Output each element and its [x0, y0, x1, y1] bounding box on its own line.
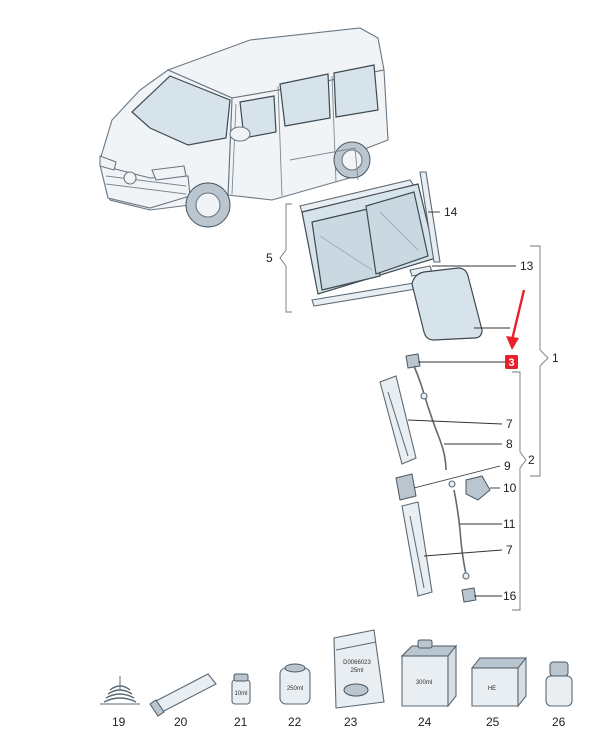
consumables-row: 10ml 250ml D0066023 25ml 300ml — [100, 629, 573, 717]
highlight-badge: 3 — [505, 355, 518, 369]
callout-23: 23 — [344, 715, 358, 729]
bottle-part-21: 10ml — [231, 673, 251, 705]
callout-7a: 7 — [506, 417, 513, 431]
van-illustration — [99, 27, 389, 228]
callout-11: 11 — [503, 517, 516, 531]
label-24: 300ml — [416, 680, 432, 686]
callout-9: 9 — [504, 459, 511, 473]
window-glass-part — [411, 267, 483, 341]
leader-lines — [407, 211, 516, 597]
callout-22: 22 — [288, 715, 302, 729]
callout-10: 10 — [503, 481, 517, 495]
label-21: 10ml — [234, 691, 247, 697]
callout-19: 19 — [112, 715, 126, 729]
box-part-25: HE — [470, 656, 528, 708]
highlight-arrow — [506, 289, 526, 350]
callout-21: 21 — [234, 715, 248, 729]
coil-part-19 — [100, 676, 140, 705]
callout-13: 16 — [503, 589, 517, 603]
sliding-window-assembly — [299, 171, 441, 307]
callout-25: 25 — [486, 715, 500, 729]
callout-26: 26 — [552, 715, 566, 729]
pouch-part-23: D0066023 25ml — [333, 629, 385, 709]
callout-20: 20 — [174, 715, 188, 729]
callout-2: 2 — [528, 453, 535, 467]
callout-labels: 14 5 13 1 7 8 2 9 10 11 7 16 19 20 21 22… — [112, 205, 566, 729]
label-25: HE — [488, 686, 496, 692]
tube-part-20 — [149, 673, 217, 717]
callout-1: 1 — [552, 351, 559, 365]
mechanism-parts — [379, 353, 491, 603]
callout-14: 13 — [520, 259, 534, 273]
bottle-part-26 — [545, 661, 573, 707]
box-part-24: 300ml — [400, 639, 458, 708]
callout-24: 24 — [418, 715, 432, 729]
label-23a: D0066023 — [343, 660, 371, 666]
callout-5: 5 — [266, 251, 273, 265]
callout-8: 8 — [506, 437, 513, 451]
callout-7b: 7 — [506, 543, 513, 557]
group-braces — [279, 203, 549, 611]
can-part-22: 250ml — [279, 663, 311, 705]
callout-16: 14 — [444, 205, 458, 219]
label-22: 250ml — [287, 686, 303, 692]
label-23b: 25ml — [350, 668, 363, 674]
callout-3: 3 — [508, 357, 514, 369]
